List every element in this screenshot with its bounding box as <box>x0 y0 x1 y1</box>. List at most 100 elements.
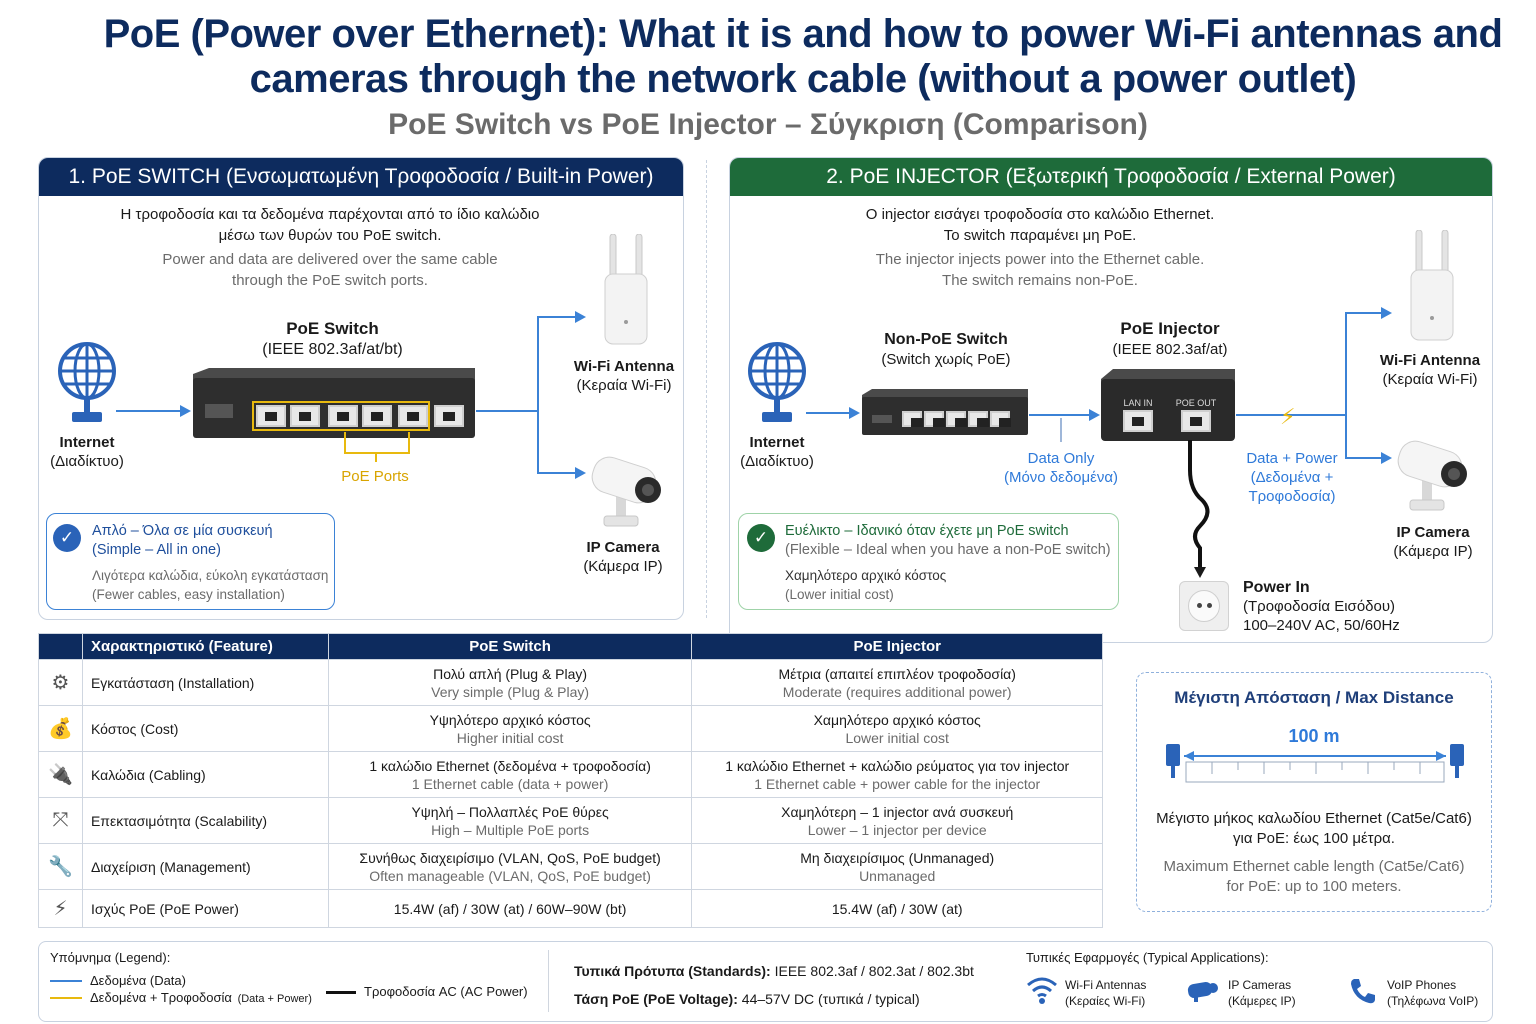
legend-title: Υπόμνημα (Legend): <box>50 950 171 965</box>
ethernet-port <box>398 405 428 427</box>
table-header: Χαρακτηριστικό (Feature) <box>81 633 329 660</box>
table-row: 🔌 Καλώδια (Cabling) 1 καλώδιο Ethernet (… <box>38 751 1103 798</box>
poe-ports-bracket <box>344 432 410 454</box>
network-expand-icon: ⤧ <box>38 797 83 844</box>
data-power-line <box>537 472 575 474</box>
cable-icon: 🔌 <box>38 751 83 798</box>
data-line-tick <box>1060 418 1062 442</box>
data-power-line <box>537 316 575 318</box>
power-outlet-icon <box>1179 581 1229 631</box>
app-wifi-label: Wi-Fi Antennas (Κεραίες Wi-Fi) <box>1065 978 1147 1008</box>
arrow-head <box>575 467 586 479</box>
ethernet-port <box>256 405 286 427</box>
arrow-head <box>180 405 191 417</box>
ip-camera-device <box>1394 440 1470 514</box>
ip-camera-label: IP Camera (Κάμερα IP) <box>583 539 663 575</box>
legend-ac-label: Τροφοδοσία AC (AC Power) <box>364 984 528 999</box>
legend-data-label: Δεδομένα (Data) <box>90 973 186 988</box>
arrow-head <box>1381 307 1392 319</box>
page-subtitle: PoE Switch vs PoE Injector – Σύγκριση (C… <box>388 108 1148 141</box>
table-row: ⚡ Ισχύς PoE (PoE Power) 15.4W (af) / 30W… <box>38 889 1103 928</box>
wifi-antenna-device <box>1408 229 1456 342</box>
legend-divider <box>548 950 549 1012</box>
ethernet-port <box>434 405 464 427</box>
money-bag-icon: 💰 <box>38 705 83 752</box>
comparison-table: Χαρακτηριστικό (Feature) PoE Switch PoE … <box>38 633 1103 928</box>
table-row: ⚙ Εγκατάσταση (Installation) Πολύ απλή (… <box>38 659 1103 706</box>
wifi-antenna-device <box>602 233 650 346</box>
ethernet-port <box>946 411 967 427</box>
ip-camera-label: IP Camera (Κάμερα IP) <box>1393 524 1473 560</box>
ethernet-port <box>990 411 1011 427</box>
legend-data-swatch <box>50 980 82 982</box>
data-power-line <box>476 410 538 412</box>
ruler-graphic <box>1162 730 1468 790</box>
poe-switch-heading: 1. PoE SWITCH (Ενσωματωμένη Τροφοδοσία /… <box>39 158 683 196</box>
arrow-head <box>849 407 860 419</box>
data-power-line <box>1345 312 1347 458</box>
lan-in-port <box>1123 410 1153 432</box>
app-camera-label: IP Cameras (Κάμερες IP) <box>1228 978 1296 1008</box>
check-icon: ✓ <box>53 524 81 552</box>
ethernet-port <box>902 411 923 427</box>
camera-icon <box>1186 980 1220 1004</box>
data-power-line <box>537 316 539 474</box>
globe-icon <box>746 340 808 426</box>
check-icon: ✓ <box>747 524 775 552</box>
arrow-head <box>575 311 586 323</box>
ethernet-port <box>362 405 392 427</box>
data-line <box>1029 414 1091 416</box>
wrench-icon: 🔧 <box>38 843 83 890</box>
poe-switch-description: Η τροφοδοσία και τα δεδομένα παρέχονται … <box>120 206 540 289</box>
max-distance-title: Μέγιστη Απόσταση / Max Distance <box>1174 688 1454 707</box>
ethernet-port <box>328 405 358 427</box>
ip-camera-device <box>588 456 664 530</box>
wifi-icon <box>1026 975 1058 1005</box>
ethernet-port <box>968 411 989 427</box>
typical-apps-title: Τυπικές Εφαρμογές (Typical Applications)… <box>1026 950 1269 965</box>
data-power-label: Data + Power (Δεδομένα + Τροφοδοσία) <box>1246 450 1338 505</box>
table-header: PoE Injector <box>691 633 1103 660</box>
lightning-icon: ⚡ <box>38 889 83 928</box>
power-in-label: Power In (Τροφοδοσία Εισόδου) 100–240V A… <box>1243 579 1400 634</box>
poe-ports-stem <box>375 454 377 462</box>
internet-label: Internet (Διαδίκτυο) <box>50 434 124 470</box>
data-line <box>116 410 182 412</box>
poe-ports-label: PoE Ports <box>341 468 409 485</box>
poe-out-label: POE OUT <box>1175 398 1217 408</box>
legend-data-power-swatch <box>50 997 82 999</box>
legend-bar <box>38 941 1493 1022</box>
lightning-icon: ⚡ <box>1280 404 1296 429</box>
internet-label: Internet (Διαδίκτυο) <box>740 434 814 470</box>
max-distance-value: 100 m <box>1288 726 1340 746</box>
poe-injector-description: Ο injector εισάγει τροφοδοσία στο καλώδι… <box>865 206 1215 289</box>
app-voip-label: VoIP Phones (Τηλέφωνα VoIP) <box>1387 978 1479 1008</box>
globe-icon <box>56 340 118 426</box>
poe-switch-label: PoE Switch (IEEE 802.3af/at/bt) <box>262 319 403 358</box>
legend-ac-swatch <box>326 991 356 994</box>
panel-divider <box>706 160 707 618</box>
poe-injector-heading: 2. PoE INJECTOR (Εξωτερική Τροφοδοσία / … <box>730 158 1492 196</box>
poe-out-port <box>1181 410 1211 432</box>
ethernet-port <box>290 405 320 427</box>
non-poe-switch-label: Non-PoE Switch (Switch χωρίς PoE) <box>881 331 1011 368</box>
lan-in-label: LAN IN <box>1123 398 1153 408</box>
table-row: 🔧 Διαχείριση (Management) Συνήθως διαχει… <box>38 843 1103 890</box>
poe-ports-highlight <box>252 401 430 431</box>
flexible-callout: ✓ Ευέλικτο – Ιδανικό όταν έχετε μη PoE s… <box>738 513 1119 610</box>
data-power-line <box>1236 414 1346 416</box>
table-header-row: Χαρακτηριστικό (Feature) PoE Switch PoE … <box>38 633 1103 660</box>
data-only-label: Data Only (Μόνο δεδομένα) <box>1003 450 1119 486</box>
gear-icon: ⚙ <box>38 659 83 706</box>
ethernet-port <box>924 411 945 427</box>
max-distance-description: Μέγιστο μήκος καλωδίου Ethernet (Cat5e/C… <box>1156 810 1472 895</box>
arrow-head <box>1381 452 1392 464</box>
legend-data-power-label: Δεδομένα + Τροφοδοσία (Data + Power) <box>90 990 312 1005</box>
wifi-antenna-label: Wi-Fi Antenna (Κεραία Wi-Fi) <box>573 358 675 394</box>
wifi-antenna-label: Wi-Fi Antenna (Κεραία Wi-Fi) <box>1379 352 1481 388</box>
data-line <box>806 412 850 414</box>
standards-info: Τυπικά Πρότυπα (Standards): IEEE 802.3af… <box>574 963 974 1007</box>
simple-callout: ✓ Απλό – Όλα σε μία συσκευή (Simple – Al… <box>46 513 335 610</box>
ac-power-cable <box>1180 440 1220 580</box>
